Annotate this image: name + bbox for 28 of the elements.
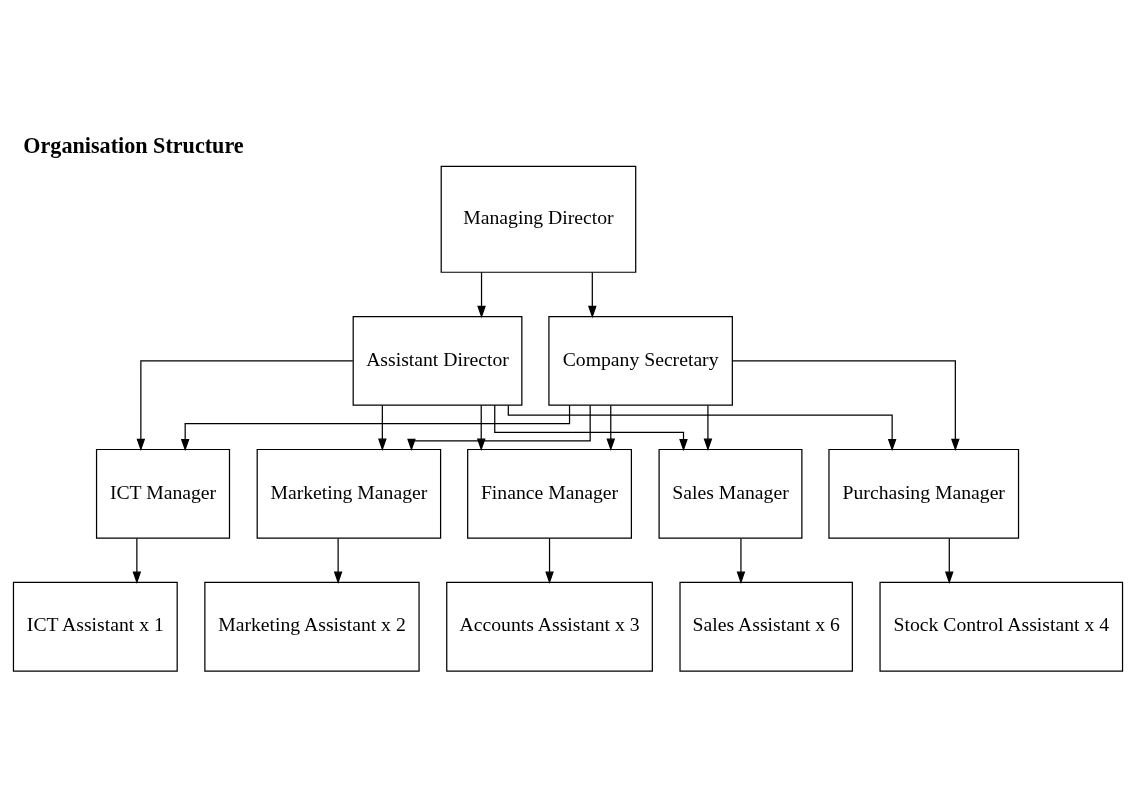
node-box: ICT Manager: [95, 448, 231, 539]
diagram-title: Organisation Structure: [23, 133, 244, 159]
arrow: [333, 537, 343, 584]
node-box: Assistant Director: [352, 315, 523, 406]
node-box: Accounts Assistant x 3: [446, 581, 653, 672]
arrow: [494, 404, 688, 452]
node-box: Marketing Manager: [256, 448, 442, 539]
arrow: [507, 405, 897, 452]
arrow: [588, 271, 597, 319]
node-box: Marketing Assistant x 2: [204, 581, 420, 672]
arrow: [136, 360, 354, 452]
node-box: Company Secretary: [548, 315, 733, 406]
arrow: [731, 360, 960, 452]
arrow: [132, 537, 142, 584]
node-box: Finance Manager: [467, 448, 632, 539]
node-box: Sales Assistant x 6: [679, 581, 853, 672]
node-box: ICT Assistant x 1: [12, 581, 178, 672]
arrow: [736, 537, 746, 584]
node-box: Managing Director: [440, 165, 637, 273]
arrow: [944, 537, 954, 584]
node-box: Sales Manager: [658, 448, 803, 539]
arrow: [545, 537, 554, 584]
node-box: Stock Control Assistant x 4: [879, 581, 1124, 672]
arrow: [606, 404, 616, 451]
arrow: [477, 271, 486, 319]
arrow: [703, 404, 713, 451]
node-box: Purchasing Manager: [828, 448, 1020, 539]
arrow: [378, 404, 387, 451]
